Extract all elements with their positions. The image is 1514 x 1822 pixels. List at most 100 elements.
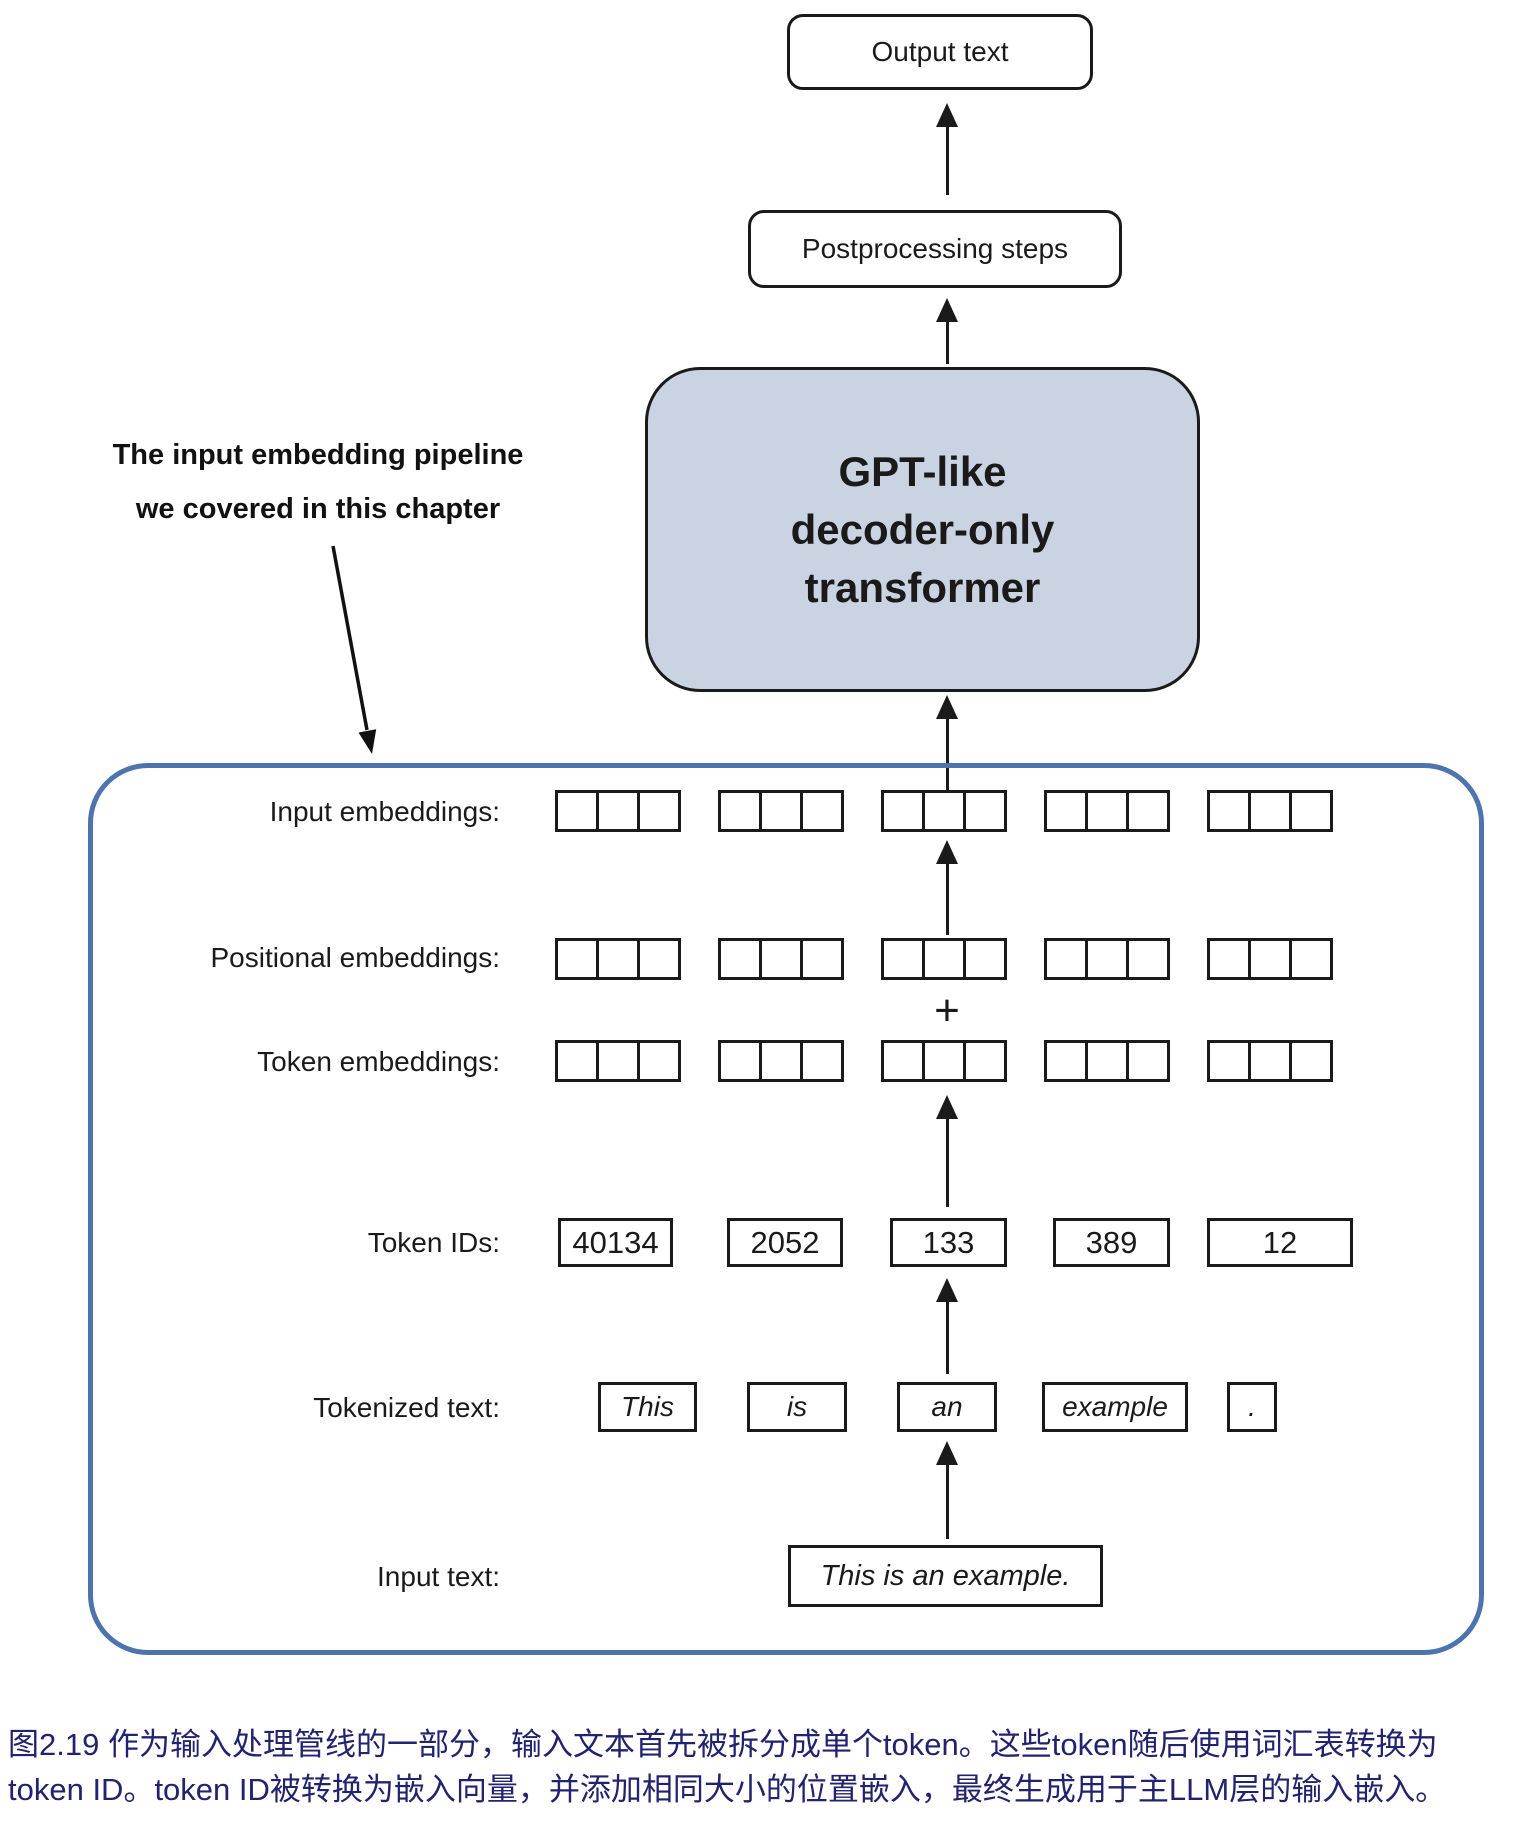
figure-caption: 图2.19 作为输入处理管线的一部分，输入文本首先被拆分成单个token。这些t… bbox=[8, 1722, 1510, 1812]
embedding-cell-group bbox=[718, 938, 844, 980]
embedding-cell bbox=[759, 938, 803, 980]
embedding-cell-group bbox=[555, 790, 681, 832]
embedding-cell bbox=[1044, 938, 1088, 980]
embedding-cell bbox=[1248, 790, 1292, 832]
annotation-note: The input embedding pipeline we covered … bbox=[90, 428, 546, 536]
embedding-cell bbox=[1207, 790, 1251, 832]
embedding-cell bbox=[1085, 790, 1129, 832]
embedding-cell-group bbox=[881, 1040, 1007, 1082]
input-embeddings-cells bbox=[555, 790, 1333, 832]
embedding-cell bbox=[637, 1040, 681, 1082]
arrow-up-icon bbox=[934, 695, 960, 790]
embedding-cell bbox=[718, 938, 762, 980]
embedding-cell bbox=[1044, 790, 1088, 832]
postprocessing-node: Postprocessing steps bbox=[748, 210, 1122, 288]
token-id-box: 12 bbox=[1207, 1218, 1353, 1267]
embedding-cell bbox=[800, 938, 844, 980]
postprocessing-label: Postprocessing steps bbox=[801, 233, 1069, 264]
arrowhead-icon bbox=[936, 840, 958, 864]
token-embeddings-label: Token embeddings: bbox=[257, 1046, 500, 1077]
arrow-stem bbox=[945, 1302, 949, 1374]
arrow-stem bbox=[945, 1119, 949, 1207]
token-box: example bbox=[1042, 1382, 1188, 1432]
embedding-cell-group bbox=[555, 938, 681, 980]
embedding-cell bbox=[718, 790, 762, 832]
token-id-box: 2052 bbox=[727, 1218, 843, 1267]
embedding-cell-group bbox=[881, 790, 1007, 832]
embedding-cell bbox=[1289, 1040, 1333, 1082]
annotation-line: The input embedding pipeline bbox=[112, 439, 524, 471]
embedding-cell bbox=[881, 938, 925, 980]
arrow-stem bbox=[945, 1465, 949, 1539]
embedding-cell bbox=[637, 790, 681, 832]
embedding-cell bbox=[800, 790, 844, 832]
transformer-line: GPT-like bbox=[838, 447, 1007, 495]
arrow-stem bbox=[945, 322, 949, 364]
embedding-cell-group bbox=[1044, 790, 1170, 832]
embedding-cell bbox=[922, 1040, 966, 1082]
token-id-box: 389 bbox=[1053, 1218, 1170, 1267]
token-box: . bbox=[1227, 1382, 1277, 1432]
embedding-cell bbox=[1044, 1040, 1088, 1082]
embedding-cell bbox=[1085, 938, 1129, 980]
transformer-node: GPT-like decoder-only transformer bbox=[645, 367, 1200, 692]
embedding-cell bbox=[1207, 1040, 1251, 1082]
embedding-cell-group bbox=[718, 790, 844, 832]
embedding-cell bbox=[963, 938, 1007, 980]
token-ids-label: Token IDs: bbox=[367, 1227, 500, 1258]
embedding-cell-group bbox=[718, 1040, 844, 1082]
embedding-cell bbox=[1126, 938, 1170, 980]
embedding-cell bbox=[1126, 1040, 1170, 1082]
embedding-cell bbox=[1085, 1040, 1129, 1082]
caption-line: 图2.19 作为输入处理管线的一部分，输入文本首先被拆分成单个token。这些t… bbox=[8, 1727, 1438, 1762]
embedding-cell-group bbox=[1207, 790, 1333, 832]
input-embeddings-label: Input embeddings: bbox=[269, 796, 500, 827]
token-box: an bbox=[897, 1382, 997, 1432]
plus-sign: + bbox=[934, 986, 960, 1035]
embedding-cell bbox=[1289, 938, 1333, 980]
transformer-line: decoder-only bbox=[790, 505, 1055, 553]
arrow-stem bbox=[945, 719, 949, 790]
positional-embeddings-label: Positional embeddings: bbox=[210, 942, 500, 973]
positional-embeddings-cells bbox=[555, 938, 1333, 980]
arrowhead-icon bbox=[936, 1441, 958, 1465]
output-text-node: Output text bbox=[787, 14, 1093, 90]
embedding-cell-group bbox=[881, 938, 1007, 980]
token-box: is bbox=[747, 1382, 847, 1432]
embedding-cell-group bbox=[1044, 1040, 1170, 1082]
caption-line: token ID。token ID被转换为嵌入向量，并添加相同大小的位置嵌入，最… bbox=[8, 1772, 1447, 1807]
embedding-cell bbox=[555, 938, 599, 980]
embedding-cell bbox=[922, 938, 966, 980]
embedding-cell bbox=[963, 790, 1007, 832]
arrow-stem bbox=[945, 127, 949, 195]
embedding-cell bbox=[759, 790, 803, 832]
token-id-box: 133 bbox=[890, 1218, 1007, 1267]
tokenized-text-label: Tokenized text: bbox=[313, 1392, 500, 1423]
embedding-cell bbox=[1248, 938, 1292, 980]
embedding-cell bbox=[1126, 790, 1170, 832]
arrow-up-icon bbox=[934, 103, 960, 195]
annotation-line: we covered in this chapter bbox=[135, 493, 501, 525]
annotation-arrow-icon bbox=[331, 545, 377, 754]
arrow-up-icon bbox=[934, 1441, 960, 1539]
embedding-cell bbox=[759, 1040, 803, 1082]
arrow-up-icon bbox=[934, 1278, 960, 1374]
embedding-cell bbox=[718, 1040, 762, 1082]
arrowhead-icon bbox=[936, 1095, 958, 1119]
embedding-cell bbox=[637, 938, 681, 980]
embedding-cell bbox=[1207, 938, 1251, 980]
embedding-cell-group bbox=[555, 1040, 681, 1082]
arrow-up-icon bbox=[934, 840, 960, 935]
embedding-cell bbox=[881, 1040, 925, 1082]
arrowhead-icon bbox=[936, 1278, 958, 1302]
embedding-cell bbox=[596, 790, 640, 832]
embedding-cell bbox=[881, 790, 925, 832]
embedding-cell bbox=[555, 1040, 599, 1082]
embedding-cell bbox=[1289, 790, 1333, 832]
token-embeddings-cells bbox=[555, 1040, 1333, 1082]
token-box: This bbox=[598, 1382, 697, 1432]
arrowhead-icon bbox=[936, 298, 958, 322]
input-text-box: This is an example. bbox=[788, 1545, 1103, 1607]
token-id-box: 40134 bbox=[558, 1218, 673, 1267]
